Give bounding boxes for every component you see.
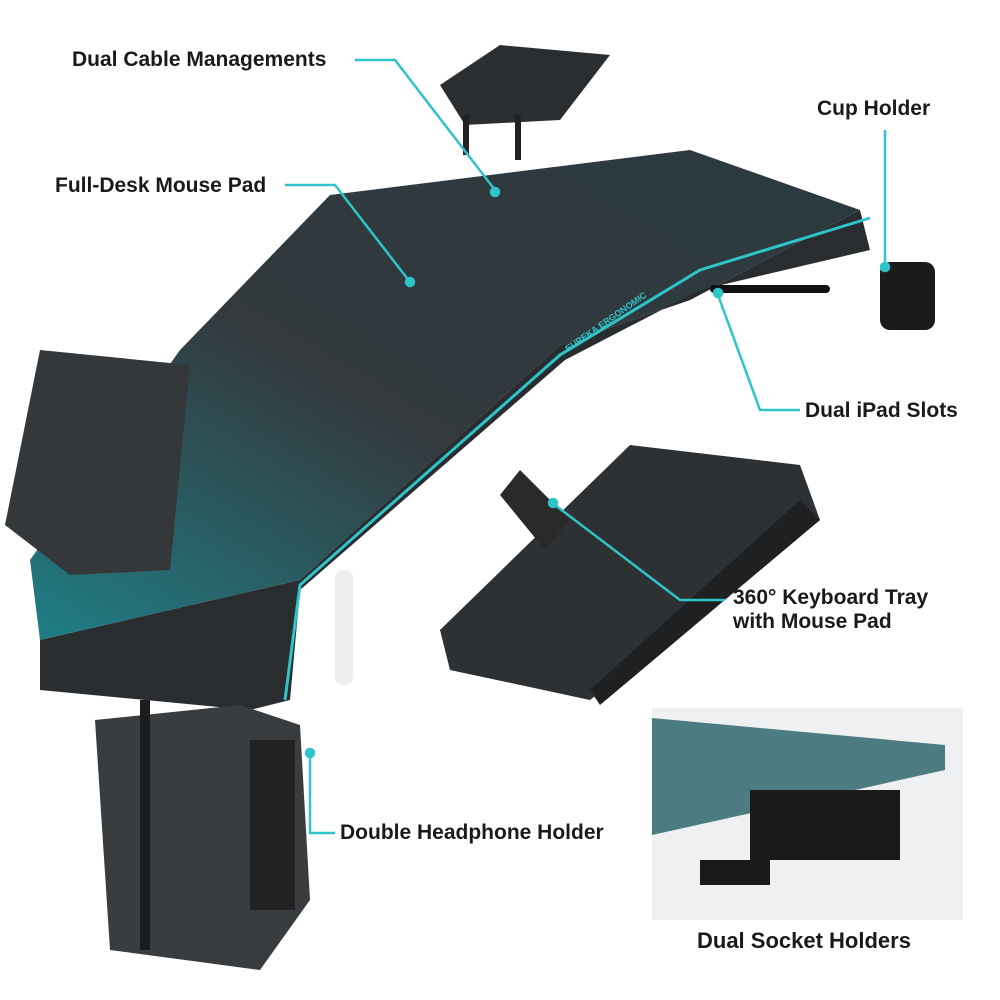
label-cable-management: Dual Cable Managements <box>72 48 327 71</box>
label-keyboard-line1: 360° Keyboard Tray <box>733 586 929 609</box>
callout-lines <box>285 58 891 835</box>
label-headphone-holder: Double Headphone Holder <box>340 821 604 844</box>
keyboard-tray <box>440 445 820 705</box>
pc-stand <box>95 700 310 970</box>
cup-holder-graphic <box>880 262 935 330</box>
side-shelf <box>5 350 190 575</box>
label-ipad-slots: Dual iPad Slots <box>805 399 958 422</box>
label-socket-holders: Dual Socket Holders <box>697 928 911 953</box>
monitor-shelf <box>440 45 610 160</box>
desk-top <box>30 150 871 710</box>
socket-holder-inset <box>652 708 963 920</box>
label-mouse-pad: Full-Desk Mouse Pad <box>55 174 267 197</box>
label-cup-holder: Cup Holder <box>817 97 931 120</box>
label-keyboard-line2: with Mouse Pad <box>733 610 892 633</box>
